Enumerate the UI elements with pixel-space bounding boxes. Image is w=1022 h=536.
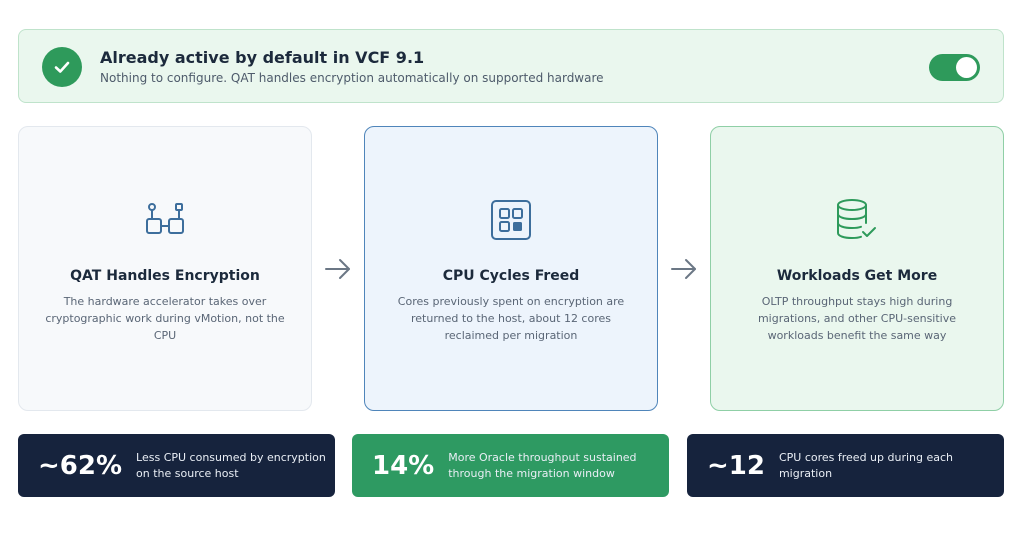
database-check-icon [837,199,876,239]
stat-value: ~62% [38,450,123,481]
banner-title: Already active by default in VCF 9.1 [100,48,425,67]
stat-cores-freed: ~12 CPU cores freed up during each migra… [687,434,1004,497]
card-title: CPU Cycles Freed [442,268,580,284]
stat-label: CPU cores freed up during each migration [778,450,954,480]
stat-cpu-reduction: ~62% Less CPU consumed by encryption on … [18,434,335,497]
toggle-knob [956,57,977,78]
stat-value: 14% [372,450,435,481]
check-circle-icon [42,47,82,87]
stat-value: ~12 [707,450,765,481]
default-active-banner: Already active by default in VCF 9.1 Not… [18,29,1004,103]
hardware-chip-icon [146,203,184,234]
card-title: Workloads Get More [776,268,938,284]
stat-label: Less CPU consumed by encryption on the s… [136,450,326,480]
arrow-right-icon [671,259,696,279]
cpu-grid-icon [491,200,531,240]
card-description: Cores previously spent on encryption are… [397,295,625,342]
card-title: QAT Handles Encryption [70,268,260,284]
card-workloads: Workloads Get More OLTP throughput stays… [710,126,1004,411]
card-description: The hardware accelerator takes over cryp… [45,295,285,342]
banner-subtitle: Nothing to configure. QAT handles encryp… [100,71,604,85]
card-cpu-cycles: CPU Cycles Freed Cores previously spent … [364,126,658,411]
stat-label: More Oracle throughput sustained through… [448,450,637,480]
stat-oracle-throughput: 14% More Oracle throughput sustained thr… [352,434,669,497]
card-description: OLTP throughput stays high during migrat… [757,295,957,342]
arrow-right-icon [325,259,350,279]
card-qat-encryption: QAT Handles Encryption The hardware acce… [18,126,312,411]
default-enabled-toggle[interactable] [929,54,980,81]
